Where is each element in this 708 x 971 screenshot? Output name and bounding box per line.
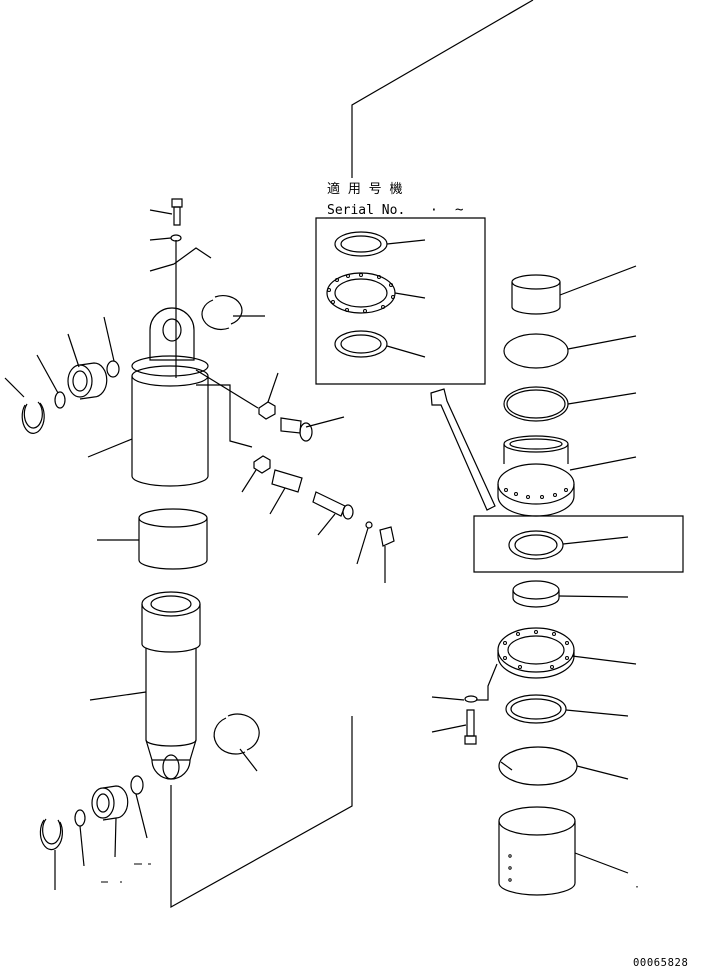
callout-box: [316, 218, 485, 384]
serial-range: ~: [455, 202, 463, 218]
cylinder-head-body: [88, 308, 208, 486]
small-oring-lower-right: [131, 776, 147, 838]
right-snap-band: [499, 747, 628, 785]
cylinder-tube: [90, 592, 200, 779]
snap-ring-upper-left: [5, 378, 44, 433]
small-oring-upper-left: [37, 355, 65, 408]
right-lower-seal: [506, 695, 628, 723]
svg-text:·: ·: [634, 882, 640, 893]
reference-arrow: [431, 389, 495, 510]
right-wear-ring: [513, 581, 628, 607]
grease-nipple: [313, 492, 353, 535]
right-boxed-seal: [509, 531, 628, 559]
snap-ring-upper-right: [202, 296, 265, 330]
figure-id: 00065828: [633, 957, 688, 969]
right-o-ring: [504, 387, 636, 421]
right-flanged-housing: [498, 436, 636, 516]
callout-seal-ring: [335, 232, 425, 256]
fitting-nut-lower: [242, 456, 270, 492]
fitting-nut-upper: [259, 373, 278, 419]
cap: [380, 527, 394, 583]
tube-leader: [171, 716, 352, 907]
right-washer-bolt: [432, 664, 497, 744]
fitting-upper: [281, 417, 344, 441]
right-detail-box: [474, 516, 683, 572]
lower-label-marks: [101, 864, 151, 882]
snap-ring-lower-left: [40, 819, 62, 890]
fitting-lower: [270, 470, 302, 514]
ball: [357, 522, 372, 564]
applicable-serial-jp: 適 用 号 機: [327, 181, 402, 197]
callout-bushing-ring: [335, 331, 425, 357]
right-bolt-flange: [498, 628, 636, 678]
bearing-assembly-upper: [68, 334, 107, 399]
small-oring-upper-far: [104, 317, 119, 377]
top-bolt: [150, 199, 182, 225]
bearing-assembly-lower: [92, 786, 128, 857]
serial-callout: 適 用 号 機 Serial No. · ~: [316, 181, 485, 384]
right-cover-tube: ·: [499, 807, 640, 895]
right-collar: [512, 266, 636, 314]
head-leader-lines: [196, 370, 258, 447]
bushing-sleeve: [97, 509, 207, 569]
top-pin: [150, 240, 211, 378]
small-oring-lower-left: [75, 810, 85, 866]
right-shim-plate: [504, 334, 636, 368]
snap-ring-lower-right: [214, 714, 259, 771]
top-leader-line: [352, 0, 533, 178]
callout-flange-ring: [327, 273, 425, 313]
svg-text:·: ·: [430, 203, 438, 218]
serial-label: Serial No.: [327, 203, 405, 218]
